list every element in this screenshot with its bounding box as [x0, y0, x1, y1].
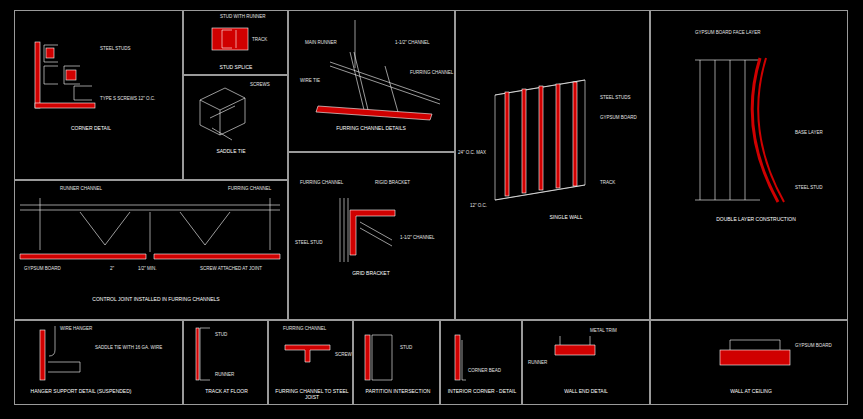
gypsum-layer — [758, 58, 784, 202]
callout-note: RUNNER CHANNEL — [60, 186, 130, 191]
callout-note: STEEL STUD — [295, 240, 335, 245]
callout-note: STUD — [215, 332, 245, 337]
detail-title: INTERIOR CORNER - DETAIL — [445, 389, 519, 395]
saddle-tie — [200, 88, 245, 140]
trim-section — [555, 345, 595, 355]
detail-title: PARTITION INTERSECTION — [358, 389, 438, 395]
detail-title: TRACK AT FLOOR — [189, 389, 264, 395]
callout-note: SCREWS — [250, 82, 285, 87]
stud-section — [44, 45, 92, 100]
callout-note: 24" O.C. MAX — [458, 150, 493, 155]
detail-title: FURRING CHANNEL TO STEEL JOIST — [273, 389, 351, 401]
callout-note: TRACK — [600, 180, 640, 185]
callout-note: SCREW — [335, 352, 360, 357]
callout-note: FURRING CHANNEL — [410, 70, 455, 75]
callout-note: STEEL STUDS — [100, 46, 160, 51]
bracket — [350, 210, 395, 255]
callout-note: GYPSUM BOARD FACE LAYER — [695, 30, 775, 35]
callout-note: BASE LAYER — [795, 130, 840, 135]
stud — [200, 328, 210, 380]
callout-note: STEEL STUD — [795, 185, 840, 190]
track — [730, 340, 780, 350]
callout-note: 1-1/2" CHANNEL — [395, 40, 450, 45]
studs — [505, 82, 577, 196]
callout-note: METAL TRIM — [590, 328, 635, 333]
stud-fill — [66, 70, 76, 80]
detail-panel: SINGLE WALL — [455, 10, 650, 320]
detail-panel: PARTITION INTERSECTION — [353, 320, 440, 405]
callout-note: 1-1/2" CHANNEL — [400, 235, 450, 240]
board — [196, 328, 199, 380]
studs — [695, 60, 760, 200]
detail-title: GRID BRACKET — [331, 271, 411, 277]
detail-title: WALL END DETAIL — [546, 389, 626, 395]
detail-title: FURRING CHANNEL DETAILS — [326, 126, 416, 132]
detail-panel: CONTROL JOINT INSTALLED IN FURRING CHANN… — [14, 180, 288, 320]
detail-panel: HANGER SUPPORT DETAIL (SUSPENDED) — [14, 320, 183, 405]
detail-panel: INTERIOR CORNER - DETAIL — [440, 320, 522, 405]
callout-note: MAIN RUNNER — [305, 40, 350, 45]
board — [365, 335, 370, 380]
callout-note: CORNER BEAD — [468, 368, 508, 373]
gypsum-board — [35, 103, 95, 108]
channel — [360, 222, 392, 246]
channel-framing — [20, 198, 280, 252]
detail-panel: WALL AT CEILING — [650, 320, 848, 405]
callout-note: GYPSUM BOARD — [795, 343, 845, 348]
detail-panel: STUD SPLICE — [183, 10, 288, 75]
detail-panel: CORNER DETAIL — [14, 10, 183, 180]
detail-panel: DOUBLE LAYER CONSTRUCTION — [650, 10, 848, 320]
detail-title: CORNER DETAIL — [41, 126, 141, 132]
callout-note: STUD — [400, 345, 430, 350]
callout-note: RUNNER — [215, 372, 245, 377]
detail-title: STUD SPLICE — [201, 65, 271, 71]
corner-bead — [462, 340, 466, 380]
wall-outline — [495, 80, 585, 200]
detail-title: DOUBLE LAYER CONSTRUCTION — [706, 217, 806, 223]
callout-note: SADDLE TIE WITH 16 GA. WIRE — [95, 345, 175, 350]
splice-section — [212, 28, 248, 50]
stud-section — [222, 30, 236, 48]
callout-note: FURRING CHANNEL — [283, 326, 343, 331]
callout-note: WIRE TIE — [300, 78, 335, 83]
callout-note: FURRING CHANNEL — [228, 186, 283, 191]
callout-note: FURRING CHANNEL — [300, 180, 350, 185]
callout-note: STUD WITH RUNNER — [220, 14, 280, 19]
gypsum-board — [35, 42, 40, 108]
detail-title: SINGLE WALL — [521, 215, 611, 221]
callout-note: SCREW ATTACHED AT JOINT — [200, 266, 265, 271]
callout-note: RIGID BRACKET — [375, 180, 430, 185]
callout-note: 12" O.C. — [470, 203, 500, 208]
detail-panel: SADDLE TIE — [183, 75, 288, 180]
callout-note: TRACK — [252, 37, 282, 42]
detail-title: CONTROL JOINT INSTALLED IN FURRING CHANN… — [71, 297, 241, 303]
detail-title: WALL AT CEILING — [701, 389, 801, 395]
detail-title: HANGER SUPPORT DETAIL (SUSPENDED) — [26, 389, 136, 395]
stud — [372, 335, 392, 380]
gypsum-board — [20, 254, 280, 259]
callout-note: 1/2" MIN. — [138, 266, 173, 271]
furring-framing — [330, 20, 440, 114]
detail-panel: FURRING CHANNEL TO STEEL JOIST — [268, 320, 353, 405]
detail-title: SADDLE TIE — [196, 149, 266, 155]
callout-note: TYPE S SCREWS 12" O.C. — [100, 96, 170, 101]
wire-hanger — [48, 326, 80, 372]
board — [455, 335, 460, 380]
stud — [340, 198, 348, 262]
hanger-section — [40, 330, 45, 380]
furring-section — [285, 345, 330, 362]
gypsum-board — [316, 106, 432, 120]
stud-fill — [46, 48, 54, 58]
runner — [560, 336, 590, 345]
callout-note: GYPSUM BOARD — [600, 115, 645, 120]
callout-note: RUNNER — [528, 360, 553, 365]
board — [720, 350, 790, 365]
callout-note: GYPSUM BOARD — [24, 266, 74, 271]
callout-note: WIRE HANGER — [60, 326, 100, 331]
callout-note: STEEL STUDS — [600, 95, 645, 100]
callout-note: 2" — [110, 266, 125, 271]
